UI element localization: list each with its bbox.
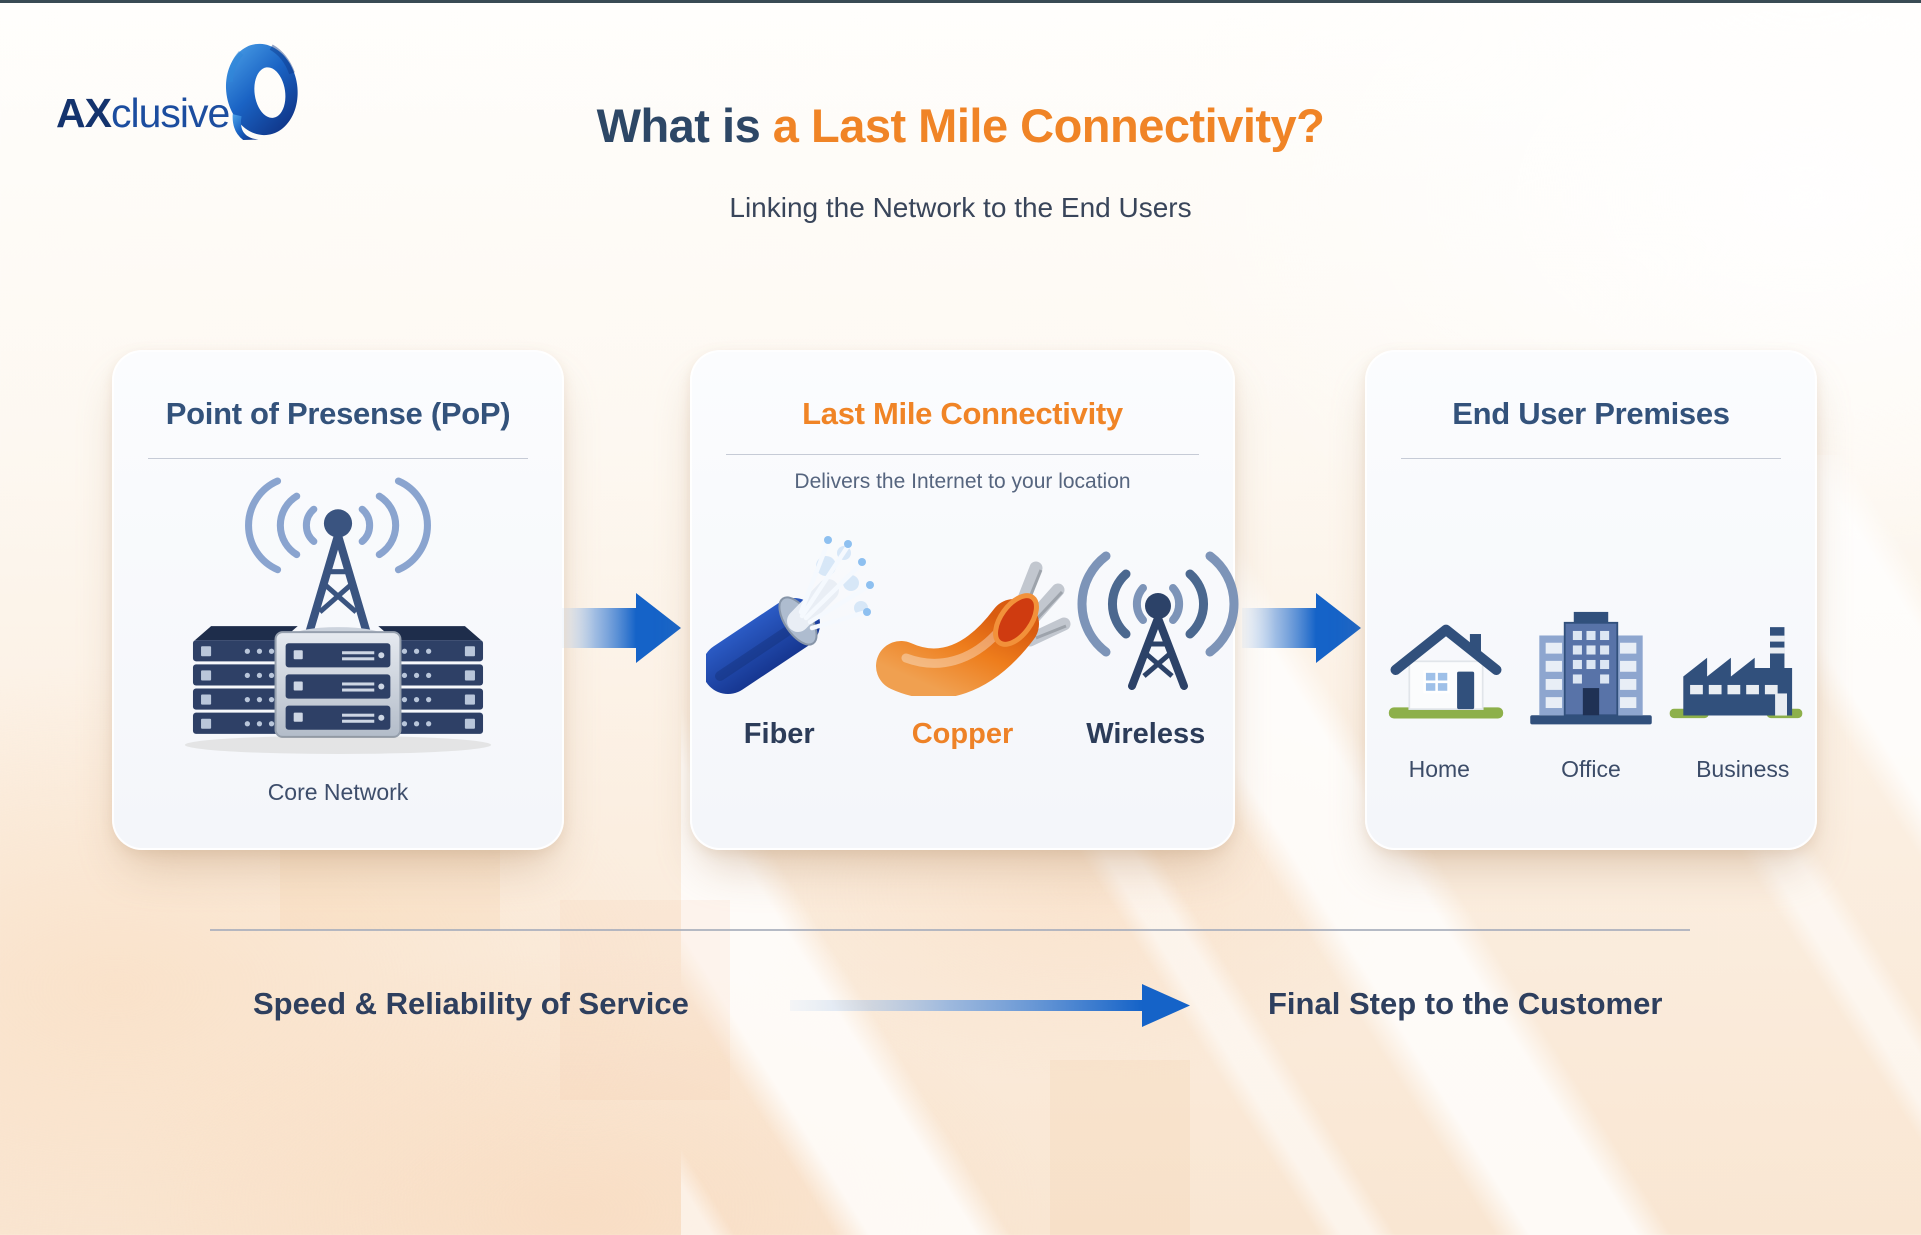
card-divider	[148, 458, 528, 459]
page-title-prefix: What is	[596, 99, 773, 152]
swirl-icon	[223, 40, 301, 144]
card-point-of-presence: Point of Presense (PoP)	[112, 350, 564, 850]
card-title: Last Mile Connectivity	[802, 396, 1123, 431]
page-subtitle: Linking the Network to the End Users	[729, 192, 1192, 223]
brand-name-bold: AX	[56, 90, 112, 136]
arrow-right-icon	[562, 592, 682, 664]
house-icon	[1377, 616, 1515, 728]
brand-name: AXclusive	[56, 90, 230, 144]
page-title: What is a Last Mile Connectivity?	[0, 98, 1921, 153]
fiber-cable-icon	[706, 528, 876, 696]
card-last-mile-connectivity: Last Mile Connectivity Delivers the Inte…	[690, 350, 1239, 850]
footer-divider	[210, 929, 1690, 931]
background-patch	[1050, 1060, 1190, 1235]
arrow-right-icon	[1242, 592, 1362, 664]
card-divider	[726, 454, 1199, 455]
office-label: Office	[1561, 756, 1621, 782]
card-end-user-premises: End User Premises	[1365, 350, 1817, 850]
card-divider	[1401, 458, 1781, 459]
fiber-label: Fiber	[743, 718, 815, 750]
brand-logo: AXclusive	[56, 40, 301, 144]
wireless-label: Wireless	[1086, 718, 1206, 750]
card-subtitle: Delivers the Internet to your location	[794, 470, 1131, 493]
page-title-highlight: a Last Mile Connectivity?	[772, 99, 1325, 152]
radio-tower-icon	[1076, 534, 1240, 696]
arrow-right-icon	[790, 982, 1190, 1030]
card-caption: Core Network	[267, 779, 409, 805]
top-border-line	[0, 0, 1921, 3]
factory-icon	[1667, 613, 1805, 728]
card-title: Point of Presense (PoP)	[165, 396, 511, 431]
brand-name-rest: clusive	[110, 90, 230, 136]
business-label: Business	[1696, 756, 1790, 782]
antenna-server-rack-icon	[114, 475, 562, 757]
footer-right-text: Final Step to the Customer	[1268, 986, 1663, 1021]
card-title: End User Premises	[1452, 396, 1730, 431]
office-building-icon	[1515, 601, 1667, 728]
footer-left-text: Speed & Reliability of Service	[253, 986, 689, 1021]
copper-cable-icon	[876, 528, 1076, 696]
home-label: Home	[1408, 756, 1470, 782]
copper-label: Copper	[911, 718, 1014, 750]
